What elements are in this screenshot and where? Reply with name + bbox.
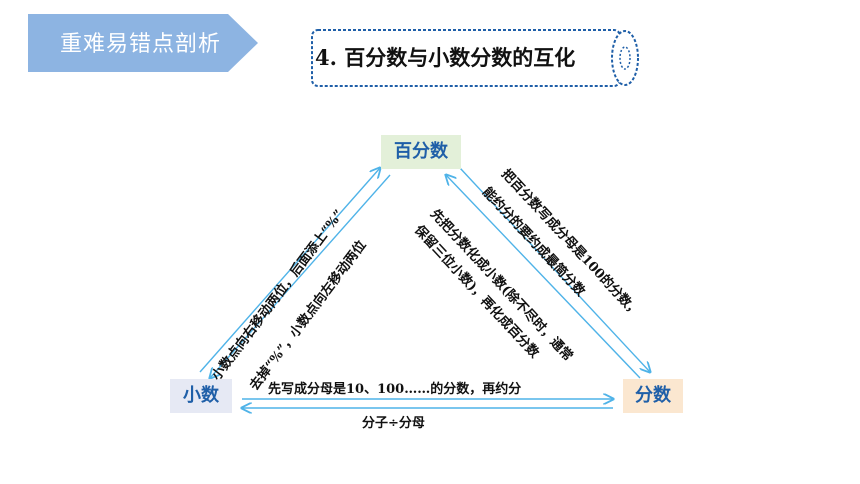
section-banner: 重难易错点剖析 <box>28 14 258 72</box>
arrow-decimal-to-percent <box>199 168 380 373</box>
page-title: 4. 百分数与小数分数的互化 <box>315 45 576 70</box>
label-decimal-to-fraction: 先写成分母是10、100……的分数，再约分 <box>268 382 522 397</box>
banner-title: 重难易错点剖析 <box>60 32 222 57</box>
label-fraction-to-decimal: 分子÷分母 <box>362 416 425 431</box>
title-scroll: 4. 百分数与小数分数的互化 <box>311 29 641 87</box>
arrow-percent-to-decimal <box>210 174 391 378</box>
node-fraction: 分数 <box>623 379 683 413</box>
arrow-fraction-to-percent <box>446 175 641 379</box>
scroll-shape <box>311 29 639 87</box>
banner-shape <box>28 14 258 72</box>
arrow-percent-to-fraction <box>459 167 650 372</box>
node-decimal: 小数 <box>170 379 232 413</box>
node-percent: 百分数 <box>381 135 461 169</box>
